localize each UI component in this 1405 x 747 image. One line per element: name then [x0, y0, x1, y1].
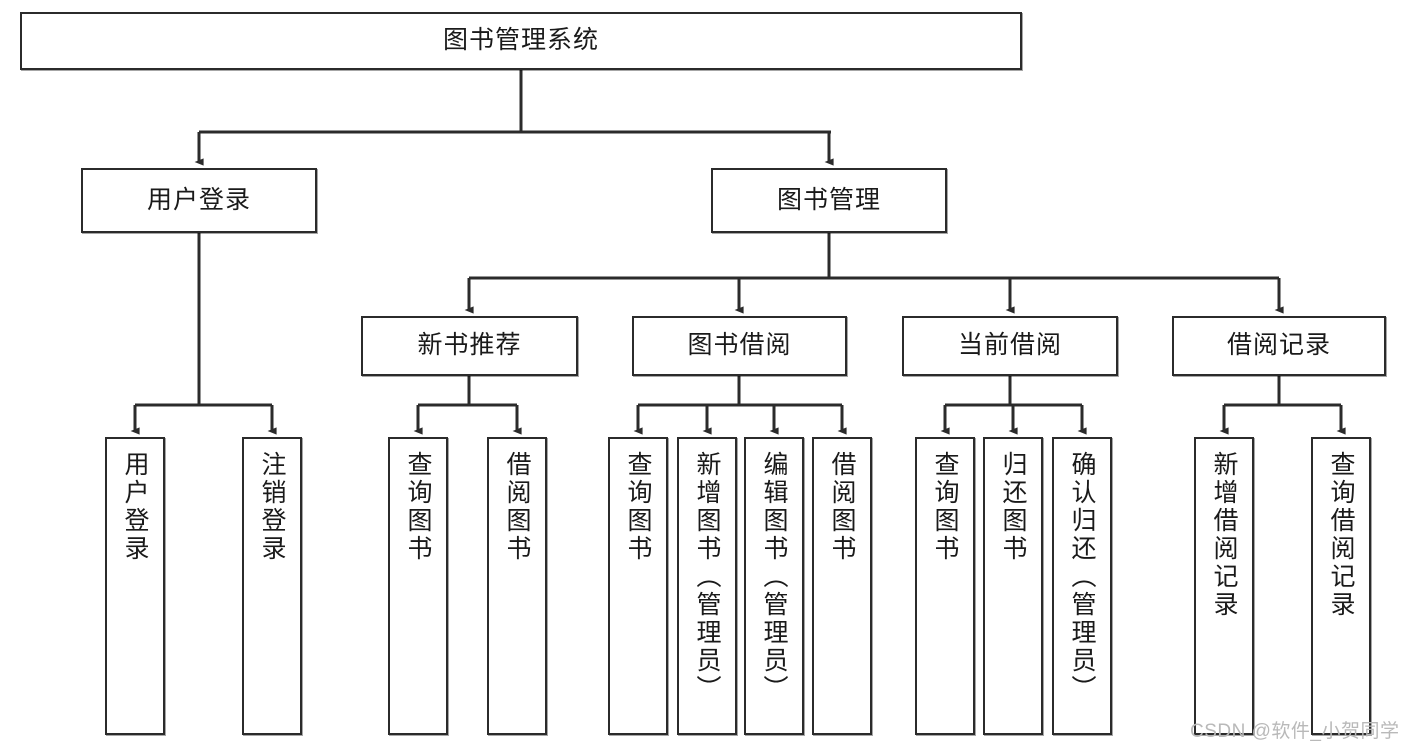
node-book-manage[interactable]: 图书管理 — [711, 168, 947, 233]
node-leaf-return-book-label: 归还图书 — [999, 451, 1027, 563]
node-leaf-add-borrow-record[interactable]: 新增借阅记录 — [1194, 437, 1254, 735]
node-root-label: 图书管理系统 — [442, 26, 599, 55]
node-leaf-borrow-book-2-label: 借阅图书 — [828, 451, 856, 563]
node-user-login[interactable]: 用户登录 — [81, 168, 317, 233]
node-leaf-user-login[interactable]: 用户登录 — [105, 437, 165, 735]
node-current-borrow-label: 当前借阅 — [957, 331, 1062, 360]
node-leaf-return-book[interactable]: 归还图书 — [983, 437, 1043, 735]
node-leaf-add-borrow-record-label: 新增借阅记录 — [1210, 451, 1238, 619]
node-book-manage-label: 图书管理 — [776, 185, 881, 214]
node-new-book-recommend-label: 新书推荐 — [417, 331, 522, 360]
node-leaf-query-borrow-record-label: 查询借阅记录 — [1327, 451, 1355, 619]
node-leaf-user-login-label: 用户登录 — [121, 451, 149, 563]
node-borrow-record-label: 借阅记录 — [1226, 331, 1331, 360]
node-user-login-label: 用户登录 — [146, 185, 251, 214]
node-leaf-query-book-1-label: 查询图书 — [404, 451, 432, 563]
node-leaf-query-book-3-label: 查询图书 — [931, 451, 959, 563]
node-leaf-edit-book-label: 编辑图书（管理员） — [760, 451, 788, 703]
node-leaf-borrow-book-1[interactable]: 借阅图书 — [487, 437, 547, 735]
csdn-watermark-text: CSDN @软件_小贺同学 — [1190, 721, 1400, 742]
node-leaf-confirm-return-label: 确认归还（管理员） — [1068, 451, 1096, 703]
node-leaf-user-logout[interactable]: 注销登录 — [242, 437, 302, 735]
node-new-book-recommend[interactable]: 新书推荐 — [361, 316, 578, 376]
node-leaf-user-logout-label: 注销登录 — [258, 451, 286, 563]
node-leaf-edit-book[interactable]: 编辑图书（管理员） — [744, 437, 804, 735]
node-leaf-confirm-return[interactable]: 确认归还（管理员） — [1052, 437, 1112, 735]
node-leaf-borrow-book-2[interactable]: 借阅图书 — [812, 437, 872, 735]
node-borrow-record[interactable]: 借阅记录 — [1172, 316, 1386, 376]
node-leaf-add-book[interactable]: 新增图书（管理员） — [677, 437, 737, 735]
node-root[interactable]: 图书管理系统 — [20, 12, 1022, 70]
node-book-borrow-label: 图书借阅 — [687, 331, 792, 360]
node-leaf-query-borrow-record[interactable]: 查询借阅记录 — [1311, 437, 1371, 735]
node-leaf-query-book-3[interactable]: 查询图书 — [915, 437, 975, 735]
node-leaf-query-book-1[interactable]: 查询图书 — [388, 437, 448, 735]
node-book-borrow[interactable]: 图书借阅 — [632, 316, 847, 376]
node-leaf-query-book-2[interactable]: 查询图书 — [608, 437, 668, 735]
csdn-watermark: CSDN @软件_小贺同学 — [1190, 716, 1399, 743]
node-current-borrow[interactable]: 当前借阅 — [902, 316, 1118, 376]
node-leaf-add-book-label: 新增图书（管理员） — [693, 451, 721, 703]
node-leaf-query-book-2-label: 查询图书 — [624, 451, 652, 563]
node-leaf-borrow-book-1-label: 借阅图书 — [503, 451, 531, 563]
